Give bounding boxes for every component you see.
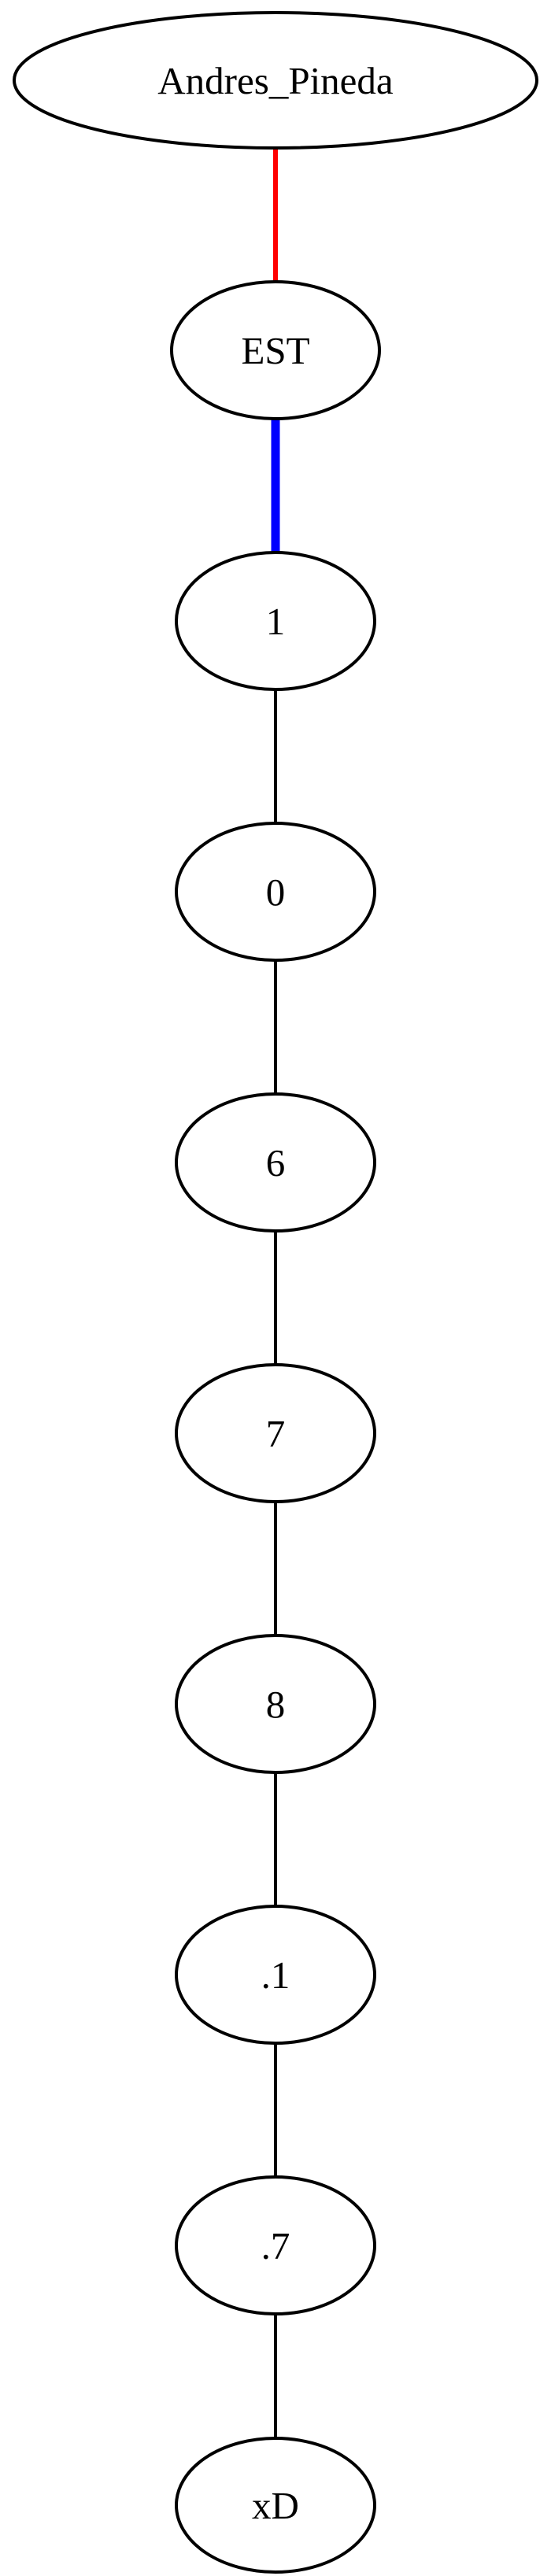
- nodes-layer: Andres_Pineda EST 1 0 6 7 8 .1: [13, 11, 538, 2574]
- node-dot7-label: .7: [261, 2224, 290, 2267]
- node-8-shape: [175, 1634, 376, 1774]
- node-andres-pineda-label: Andres_Pineda: [157, 59, 394, 102]
- node-xd-label: xD: [252, 2484, 299, 2527]
- node-dot1-label: .1: [261, 1953, 290, 1997]
- node-6: 6: [175, 1092, 376, 1233]
- node-1: 1: [175, 551, 376, 691]
- node-dot7-shape: [175, 2175, 376, 2315]
- node-est-shape: [170, 280, 381, 420]
- node-andres-pineda: Andres_Pineda: [13, 11, 538, 150]
- node-xd: xD: [175, 2437, 376, 2574]
- node-8: 8: [175, 1634, 376, 1774]
- node-dot1-shape: [175, 1905, 376, 2045]
- node-8-label: 8: [266, 1683, 286, 1726]
- node-1-shape: [175, 551, 376, 691]
- node-7-label: 7: [266, 1412, 286, 1455]
- node-0-shape: [175, 822, 376, 962]
- node-6-label: 6: [266, 1141, 286, 1185]
- node-7-shape: [175, 1363, 376, 1503]
- node-0: 0: [175, 822, 376, 962]
- node-dot1: .1: [175, 1905, 376, 2045]
- node-andres-pineda-shape: [13, 11, 538, 150]
- node-est-label: EST: [241, 329, 309, 372]
- node-1-label: 1: [266, 600, 286, 643]
- node-dot7: .7: [175, 2175, 376, 2315]
- node-xd-shape: [175, 2437, 376, 2574]
- node-7: 7: [175, 1363, 376, 1503]
- node-6-shape: [175, 1092, 376, 1233]
- node-0-label: 0: [266, 870, 286, 914]
- node-est: EST: [170, 280, 381, 420]
